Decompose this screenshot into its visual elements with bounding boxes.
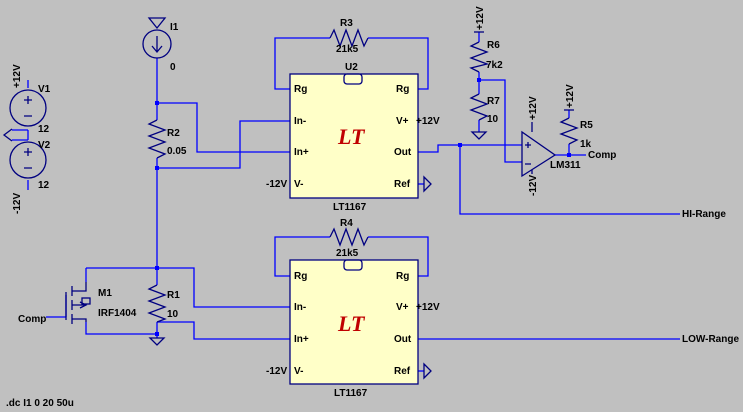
svg-text:-12V: -12V [528,175,539,196]
voltage-source-v2[interactable]: V2 12 -12V [9,140,51,214]
resistor-r1[interactable]: R1 10 [147,284,180,323]
current-source-i1[interactable]: I1 0 [142,17,179,73]
svg-text:V-: V- [294,179,303,190]
svg-text:R3: R3 [340,18,353,29]
svg-text:10: 10 [167,309,179,320]
svg-text:-12V: -12V [266,366,287,377]
svg-text:R2: R2 [167,128,180,139]
svg-text:In-: In- [294,116,306,127]
svg-text:Out: Out [394,334,412,345]
svg-text:Rg: Rg [396,271,409,282]
ground-icon-u2-ref [423,175,432,193]
svg-text:IRF1404: IRF1404 [98,308,137,319]
voltage-source-v1[interactable]: V1 12 +12V [9,64,51,135]
resistor-r2[interactable]: R2 0.05 [147,119,187,159]
svg-text:21k5: 21k5 [336,248,359,259]
svg-text:+12V: +12V [528,96,539,120]
svg-text:LT1167: LT1167 [334,388,368,399]
svg-text:Rg: Rg [294,271,307,282]
svg-text:R1: R1 [167,290,180,301]
svg-text:In-: In- [294,302,306,313]
svg-text:Ref: Ref [394,179,411,190]
net-labels: HI-Range LOW-Range [682,209,739,345]
svg-text:V+: V+ [396,116,409,127]
svg-text:0.05: 0.05 [167,146,187,157]
svg-text:I1: I1 [170,22,179,33]
resistor-r5[interactable]: R5 1k [559,117,593,150]
lt-logo: LT [337,311,366,336]
svg-text:M1: M1 [98,288,112,299]
svg-text:Comp: Comp [588,150,616,161]
resistor-r3[interactable]: R3 21k5 [329,18,369,55]
spice-directive[interactable]: .dc I1 0 20 50u [6,398,74,409]
ic-u1-lt1167[interactable]: LT1167 Rg Rg In- In+ V- V+ Out Ref +12V … [266,259,440,399]
svg-text:1k: 1k [580,139,592,150]
svg-text:12: 12 [38,180,50,191]
svg-text:Out: Out [394,147,412,158]
svg-text:10: 10 [487,114,499,125]
ground-icon-r1 [148,337,166,346]
svg-text:R5: R5 [580,120,593,131]
svg-text:V1: V1 [38,84,51,95]
comparator-lm311[interactable]: LM311 Comp [521,130,616,178]
svg-text:U2: U2 [345,62,358,73]
svg-text:+12V: +12V [565,84,576,108]
ic-u2-lt1167[interactable]: U2 LT1167 Rg Rg In- In+ V- V+ Out Ref +1… [266,62,440,213]
svg-text:21k5: 21k5 [336,44,359,55]
svg-text:V+: V+ [396,302,409,313]
lt-logo: LT [337,124,366,149]
svg-text:12: 12 [38,124,50,135]
svg-text:Comp: Comp [18,314,46,325]
ground-icon-u1-ref [423,362,432,380]
supply-labels: +12V +12V +12V -12V [474,6,576,196]
resistor-r6[interactable]: R6 7k2 [469,40,503,73]
svg-text:-12V: -12V [266,179,287,190]
svg-text:+12V: +12V [475,6,486,30]
svg-text:R6: R6 [487,40,500,51]
mosfet-m1[interactable]: M1 IRF1404 Comp [18,282,137,325]
svg-text:LOW-Range: LOW-Range [682,334,739,345]
svg-text:V-: V- [294,366,303,377]
svg-text:Rg: Rg [294,84,307,95]
svg-text:In+: In+ [294,147,309,158]
svg-text:+12V: +12V [416,302,440,313]
svg-text:R7: R7 [487,96,500,107]
junction-dots [155,78,571,336]
svg-text:V2: V2 [38,140,51,151]
svg-text:+12V: +12V [12,64,23,88]
svg-text:LM311: LM311 [550,160,581,171]
svg-text:HI-Range: HI-Range [682,209,726,220]
svg-text:Ref: Ref [394,366,411,377]
resistor-r4[interactable]: R4 21k5 [329,218,369,259]
svg-text:In+: In+ [294,334,309,345]
svg-text:+12V: +12V [416,116,440,127]
ground-icon [2,128,28,142]
wires [27,32,680,372]
ground-icon-r7 [470,131,488,140]
svg-text:7k2: 7k2 [486,60,503,71]
resistor-r7[interactable]: R7 10 [469,93,500,125]
svg-text:0: 0 [170,62,176,73]
svg-text:Rg: Rg [396,84,409,95]
svg-text:LT1167: LT1167 [333,202,367,213]
svg-text:-12V: -12V [12,193,23,214]
svg-text:R4: R4 [340,218,353,229]
